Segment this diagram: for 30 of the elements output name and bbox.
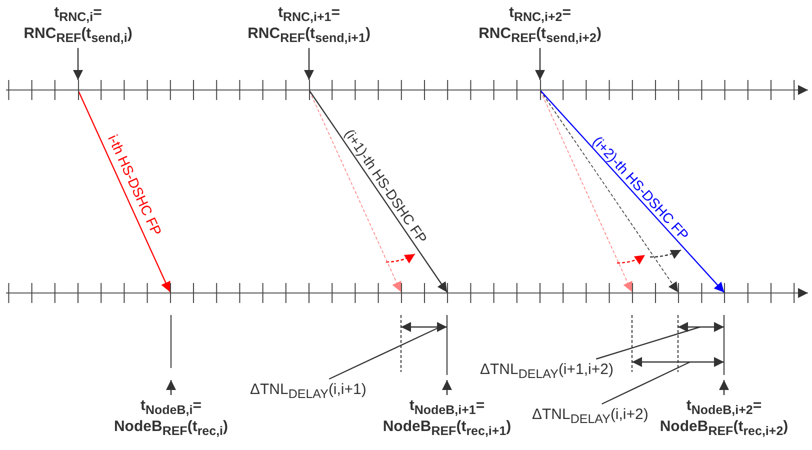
leader-line	[596, 326, 700, 360]
arrow	[442, 380, 452, 395]
arrow	[540, 90, 725, 293]
tick-mark	[447, 283, 448, 303]
delay-label: ΔTNL$_{DELAY}$(i,i+1)	[250, 381, 366, 402]
tick-mark	[308, 80, 310, 100]
time-label: t$_{NodeB,i}$= NodeB$_{REF}$(t$_{rec,i}$)	[114, 397, 228, 439]
arrow	[309, 90, 448, 293]
arrow	[73, 48, 83, 80]
tick-mark	[170, 283, 171, 303]
arrow	[540, 90, 678, 293]
arrow	[78, 90, 170, 292]
tick-mark	[678, 283, 680, 303]
tick-mark	[632, 283, 633, 303]
arrow	[304, 48, 314, 80]
arrow	[540, 90, 632, 292]
time-label: t$_{RNC,i+2}$= RNC$_{REF}$(t$_{send,i+2}$)	[478, 4, 602, 46]
arrow	[535, 48, 545, 80]
time-label: t$_{RNC,i+1}$= RNC$_{REF}$(t$_{send,i+1}$)	[248, 4, 370, 46]
tick-mark	[724, 283, 726, 303]
arrow	[719, 380, 729, 395]
delay-label: ΔTNL$_{DELAY}$(i+1,i+2)	[480, 361, 614, 382]
time-label: t$_{NodeB,i+2}$= NodeB$_{REF}$(t$_{rec,i+2}$)	[660, 397, 788, 439]
time-label: t$_{NodeB,i+1}$= NodeB$_{REF}$(t$_{rec,i+1}$)	[382, 397, 512, 439]
arrow	[309, 90, 402, 292]
delay-label: ΔTNL$_{DELAY}$(i,i+2)	[532, 406, 648, 427]
leader-line	[602, 361, 690, 405]
time-label: t$_{RNC,i}$= RNC$_{REF}$(t$_{send,i}$)	[24, 4, 132, 46]
tick-mark	[400, 283, 402, 303]
arrow	[166, 380, 176, 395]
